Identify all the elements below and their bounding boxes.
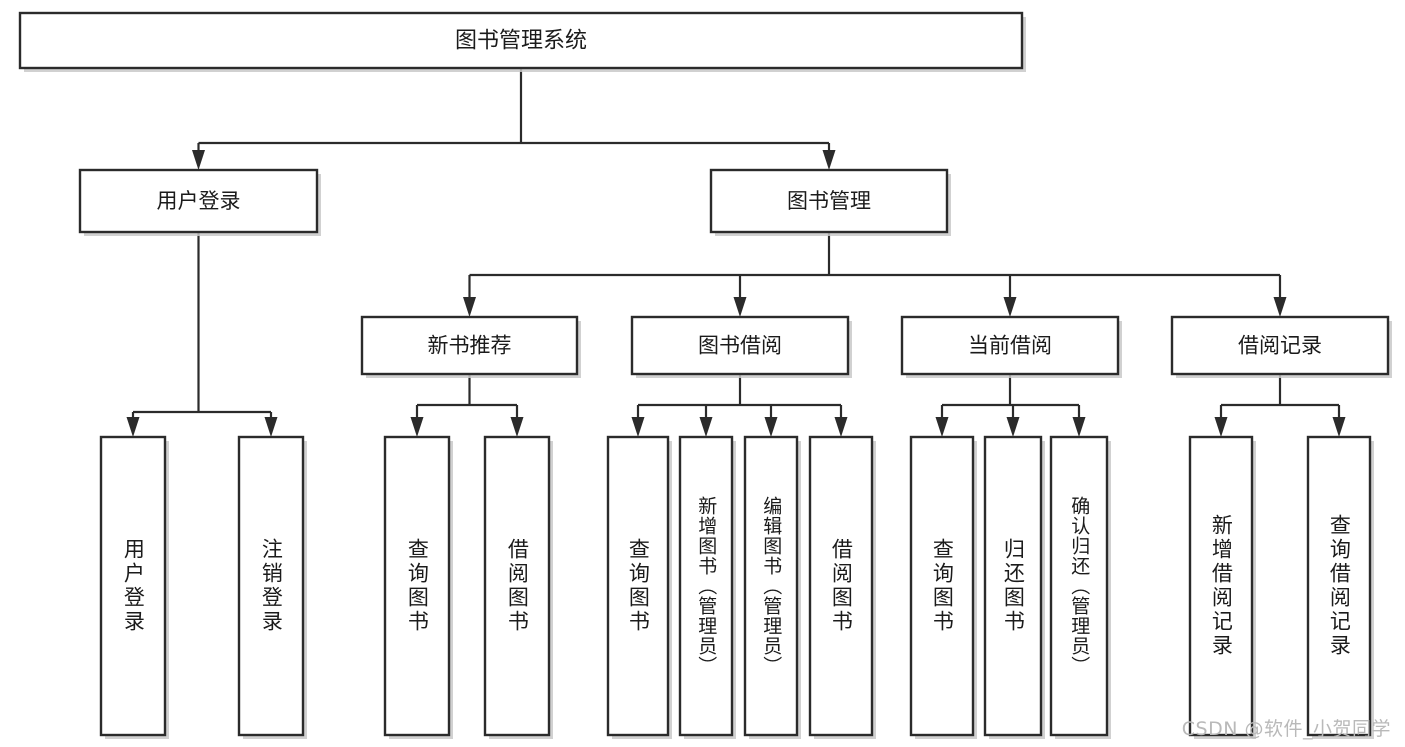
arrow-head-icon xyxy=(1072,417,1086,437)
arrow-head-icon xyxy=(834,417,848,437)
node-leaf-query-book-2[interactable] xyxy=(606,435,672,739)
node-rect[interactable] xyxy=(630,315,850,376)
node-label: 借阅记录 xyxy=(1238,334,1322,358)
node-rect[interactable] xyxy=(237,435,305,737)
node-leaf-borrow-book-2[interactable] xyxy=(808,435,876,739)
node-rect[interactable] xyxy=(678,435,734,737)
arrow-head-icon xyxy=(631,417,645,437)
node-label: 用户登录 xyxy=(157,189,241,213)
arrow-head-icon xyxy=(764,417,778,437)
node-rect[interactable] xyxy=(18,11,1024,70)
arrow-head-icon xyxy=(1003,297,1017,317)
node-book-borrow[interactable] xyxy=(630,315,852,378)
node-rect[interactable] xyxy=(383,435,451,737)
node-new-book-rec[interactable] xyxy=(360,315,581,378)
arrow-head-icon xyxy=(733,297,747,317)
arrow-head-icon xyxy=(699,417,713,437)
arrow-head-icon xyxy=(410,417,424,437)
arrow-head-icon xyxy=(463,297,476,317)
arrow-head-icon xyxy=(1214,417,1228,437)
node-rect[interactable] xyxy=(983,435,1043,737)
node-rect[interactable] xyxy=(483,435,551,737)
node-rect[interactable] xyxy=(78,168,319,234)
node-leaf-user-logout[interactable] xyxy=(237,435,307,739)
edge-layer xyxy=(126,68,1346,437)
node-rect[interactable] xyxy=(1306,435,1372,737)
node-rect[interactable] xyxy=(1188,435,1254,737)
node-rect[interactable] xyxy=(606,435,670,737)
node-leaf-return-book[interactable] xyxy=(983,435,1045,739)
node-rect[interactable] xyxy=(99,435,167,737)
node-leaf-borrow-book-1[interactable] xyxy=(483,435,553,739)
node-rect[interactable] xyxy=(743,435,799,737)
arrow-head-icon xyxy=(510,417,524,437)
node-rect[interactable] xyxy=(900,315,1120,376)
node-label: 当前借阅 xyxy=(968,334,1052,358)
node-rect[interactable] xyxy=(1170,315,1390,376)
node-label: 图书借阅 xyxy=(698,334,782,358)
node-book-manage[interactable] xyxy=(709,168,951,236)
node-rect[interactable] xyxy=(360,315,579,376)
node-current-borrow[interactable] xyxy=(900,315,1122,378)
node-leaf-add-record[interactable] xyxy=(1188,435,1256,739)
node-root[interactable] xyxy=(18,11,1026,72)
node-user-login[interactable] xyxy=(78,168,321,236)
arrow-head-icon xyxy=(1006,417,1020,437)
node-label: 新书推荐 xyxy=(428,334,512,358)
node-borrow-record[interactable] xyxy=(1170,315,1392,378)
node-leaf-user-login[interactable] xyxy=(99,435,169,739)
watermark-text: CSDN @软件_小贺同学 xyxy=(1181,718,1391,740)
arrow-head-icon xyxy=(935,417,949,437)
node-leaf-query-record[interactable] xyxy=(1306,435,1374,739)
node-leaf-query-book-3[interactable] xyxy=(909,435,977,739)
node-rect[interactable] xyxy=(808,435,874,737)
node-label: 图书管理 xyxy=(787,189,871,213)
node-rect[interactable] xyxy=(709,168,949,234)
arrow-head-icon xyxy=(822,150,836,170)
node-leaf-edit-book[interactable] xyxy=(743,435,801,739)
node-rect[interactable] xyxy=(909,435,975,737)
arrow-head-icon xyxy=(264,417,278,437)
node-leaf-confirm-return[interactable] xyxy=(1049,435,1111,739)
arrow-head-icon xyxy=(1332,417,1346,437)
node-leaf-add-book[interactable] xyxy=(678,435,736,739)
arrow-head-icon xyxy=(192,150,205,170)
node-label: 图书管理系统 xyxy=(455,29,587,54)
node-leaf-query-book-1[interactable] xyxy=(383,435,453,739)
node-rect[interactable] xyxy=(1049,435,1109,737)
arrow-head-icon xyxy=(126,417,140,437)
arrow-head-icon xyxy=(1273,297,1287,317)
